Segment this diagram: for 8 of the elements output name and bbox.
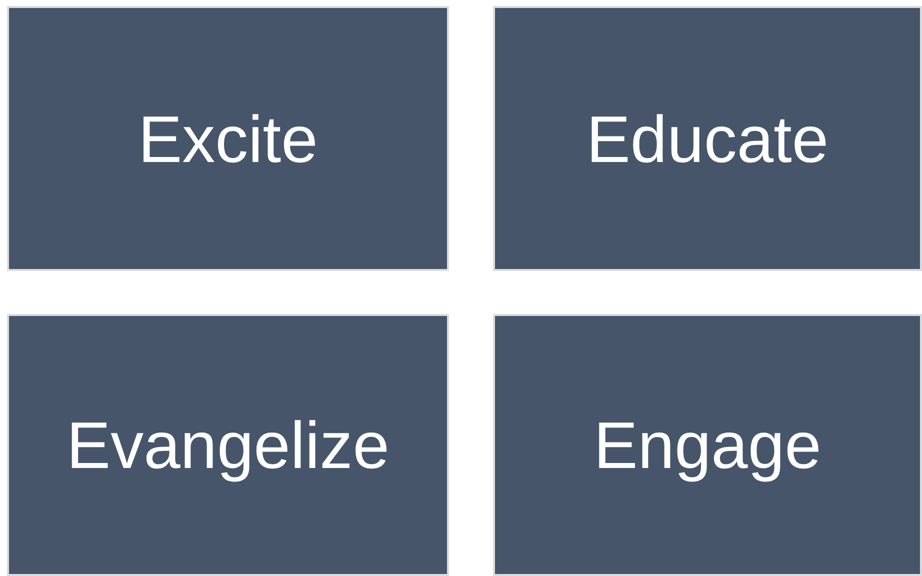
tile-label: Engage: [594, 407, 822, 483]
tile-box: [493, 314, 922, 576]
tile-box: [7, 314, 449, 576]
tile-box: [493, 6, 922, 271]
tile-label: Educate: [586, 100, 829, 176]
tile-label: Evangelize: [66, 407, 390, 483]
tile-label: Excite: [138, 100, 318, 176]
tile-box: [7, 6, 449, 271]
